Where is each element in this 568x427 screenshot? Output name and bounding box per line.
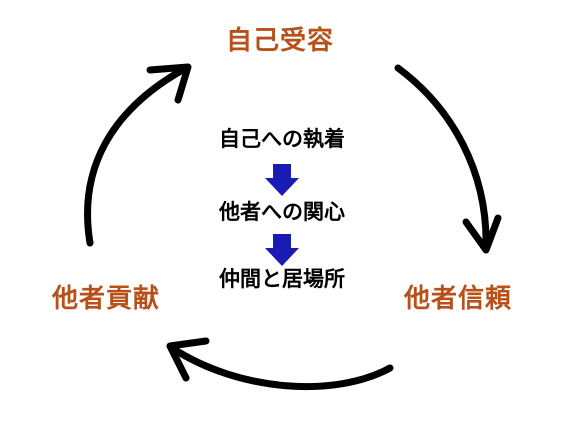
down-arrow-2 (265, 234, 299, 266)
down-arrow-1 (265, 164, 299, 196)
cycle-arrow-right-left (168, 344, 394, 391)
center-step-2: 他者への関心 (219, 200, 345, 224)
center-step-3: 仲間と居場所 (219, 267, 345, 291)
center-step-1: 自己への執着 (219, 127, 345, 151)
arrowhead-right-left (166, 337, 210, 382)
arrowhead-top-right (462, 214, 502, 254)
node-self-acceptance: 自己受容 (226, 26, 335, 56)
arrowhead-left-top (146, 63, 192, 104)
cycle-arrow-left-top (84, 64, 190, 247)
node-contribution-to-others: 他者貢献 (52, 284, 161, 314)
node-trust-in-others: 他者信頼 (404, 284, 513, 314)
cycle-arrow-top-right (394, 64, 490, 252)
